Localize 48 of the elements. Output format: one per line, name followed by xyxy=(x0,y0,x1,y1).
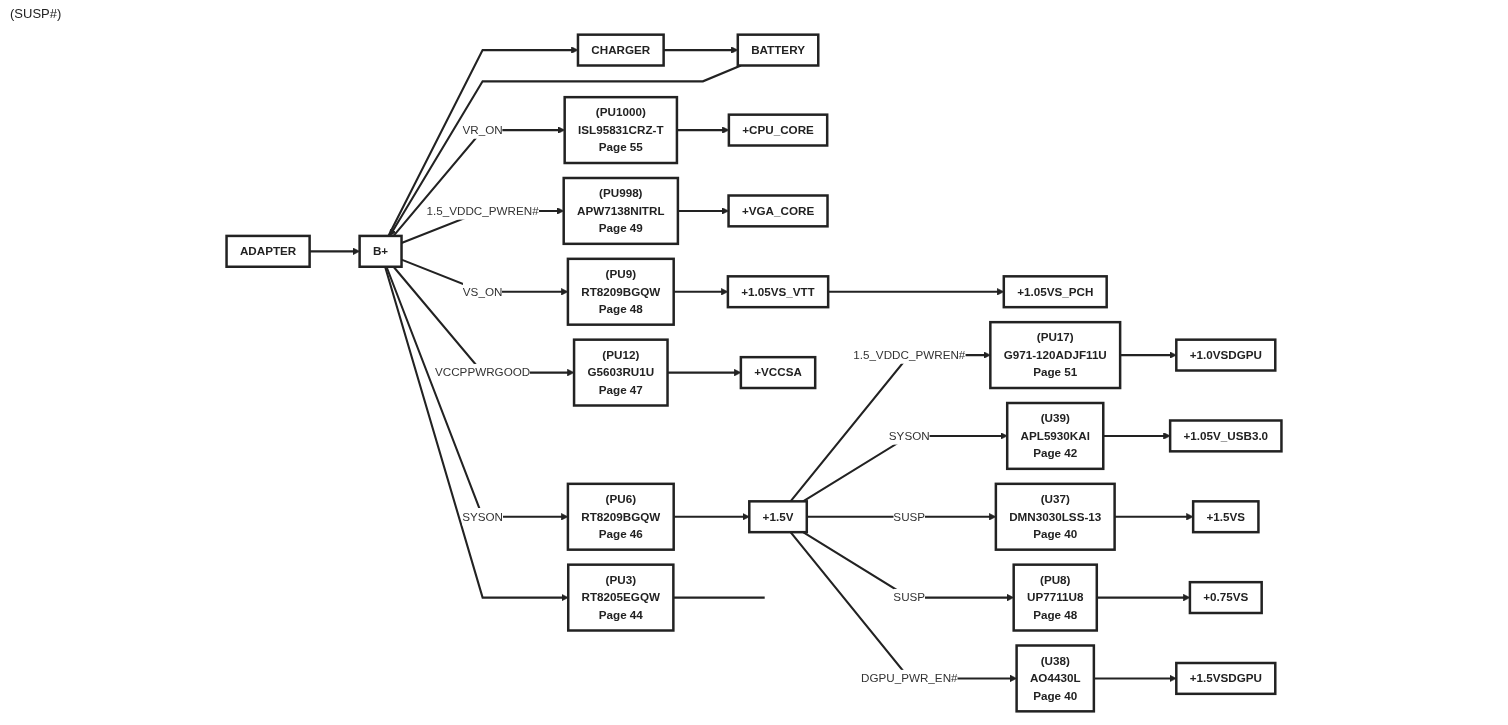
edge-label: 1.5_VDDC_PWREN# xyxy=(426,203,539,218)
node-box: (PU9) RT8209BGQW Page 48 xyxy=(566,257,675,326)
node-box: (U39) APL5930KAI Page 42 xyxy=(1005,401,1105,471)
arrow xyxy=(309,247,360,255)
node-box: +0.75VS xyxy=(1188,580,1263,615)
node-box: (PU6) RT8209BGQW Page 46 xyxy=(566,482,675,551)
node-box: (PU8) UP7711U8 Page 48 xyxy=(1012,563,1099,632)
edge-label: DGPU_PWR_EN# xyxy=(860,671,958,685)
node-box: +1.05V_USB3.0 xyxy=(1168,419,1283,453)
node-box: +1.05VS_PCH xyxy=(1002,275,1108,309)
node-box: +VCCSA xyxy=(739,355,817,390)
node-box: (PU3) RT8205EGQW Page 44 xyxy=(567,563,675,632)
node-box: +1.05VS_VTT xyxy=(726,275,830,309)
edge-label: SUSP xyxy=(893,590,926,604)
node-box: +VGA_CORE xyxy=(727,194,829,228)
edge-label: VR_ON xyxy=(462,123,503,137)
node-box: BATTERY xyxy=(736,33,820,67)
node-box: +1.5VS xyxy=(1191,500,1260,534)
edge-label: SYSON xyxy=(888,428,930,443)
node-box: CHARGER xyxy=(576,33,665,67)
signal-label: (SUSP#) xyxy=(10,6,62,21)
connector xyxy=(673,596,765,599)
node-box: ADAPTER xyxy=(225,234,311,268)
arrow xyxy=(789,351,991,502)
arrow xyxy=(1114,513,1194,521)
node-box: (PU1000) ISL95831CRZ-T Page 55 xyxy=(563,95,679,165)
arrow xyxy=(1103,432,1171,440)
edge-label: VS_ON xyxy=(462,284,503,298)
node-box: (PU17) G971-120ADJF11U Page 51 xyxy=(989,320,1122,390)
node-box: (U38) AO4430L Page 40 xyxy=(1015,644,1096,713)
node-box: +1.5V xyxy=(748,500,808,534)
node-box: +CPU_CORE xyxy=(727,113,829,147)
edge-label: VCCPPWRGOOD xyxy=(434,365,531,379)
edge-label: 1.5_VDDC_PWREN# xyxy=(853,348,966,362)
arrow xyxy=(677,207,729,215)
arrow xyxy=(1120,351,1177,359)
edge-label: SUSP xyxy=(893,509,926,523)
node-box: B+ xyxy=(358,234,403,268)
node-box: +1.5VSDGPU xyxy=(1175,661,1277,696)
node-box: (U37) DMN3030LSS-13 Page 40 xyxy=(994,482,1116,551)
node-box: +1.0VSDGPU xyxy=(1175,338,1277,372)
edge-label: SYSON xyxy=(462,509,504,523)
node-box: (PU998) APW7138NITRL Page 49 xyxy=(562,176,680,246)
arrow xyxy=(384,266,569,602)
arrow xyxy=(673,513,750,521)
node-box: (PU12) G5603RU1U Page 47 xyxy=(572,338,669,407)
arrow xyxy=(392,266,575,377)
arrow xyxy=(1093,674,1177,683)
